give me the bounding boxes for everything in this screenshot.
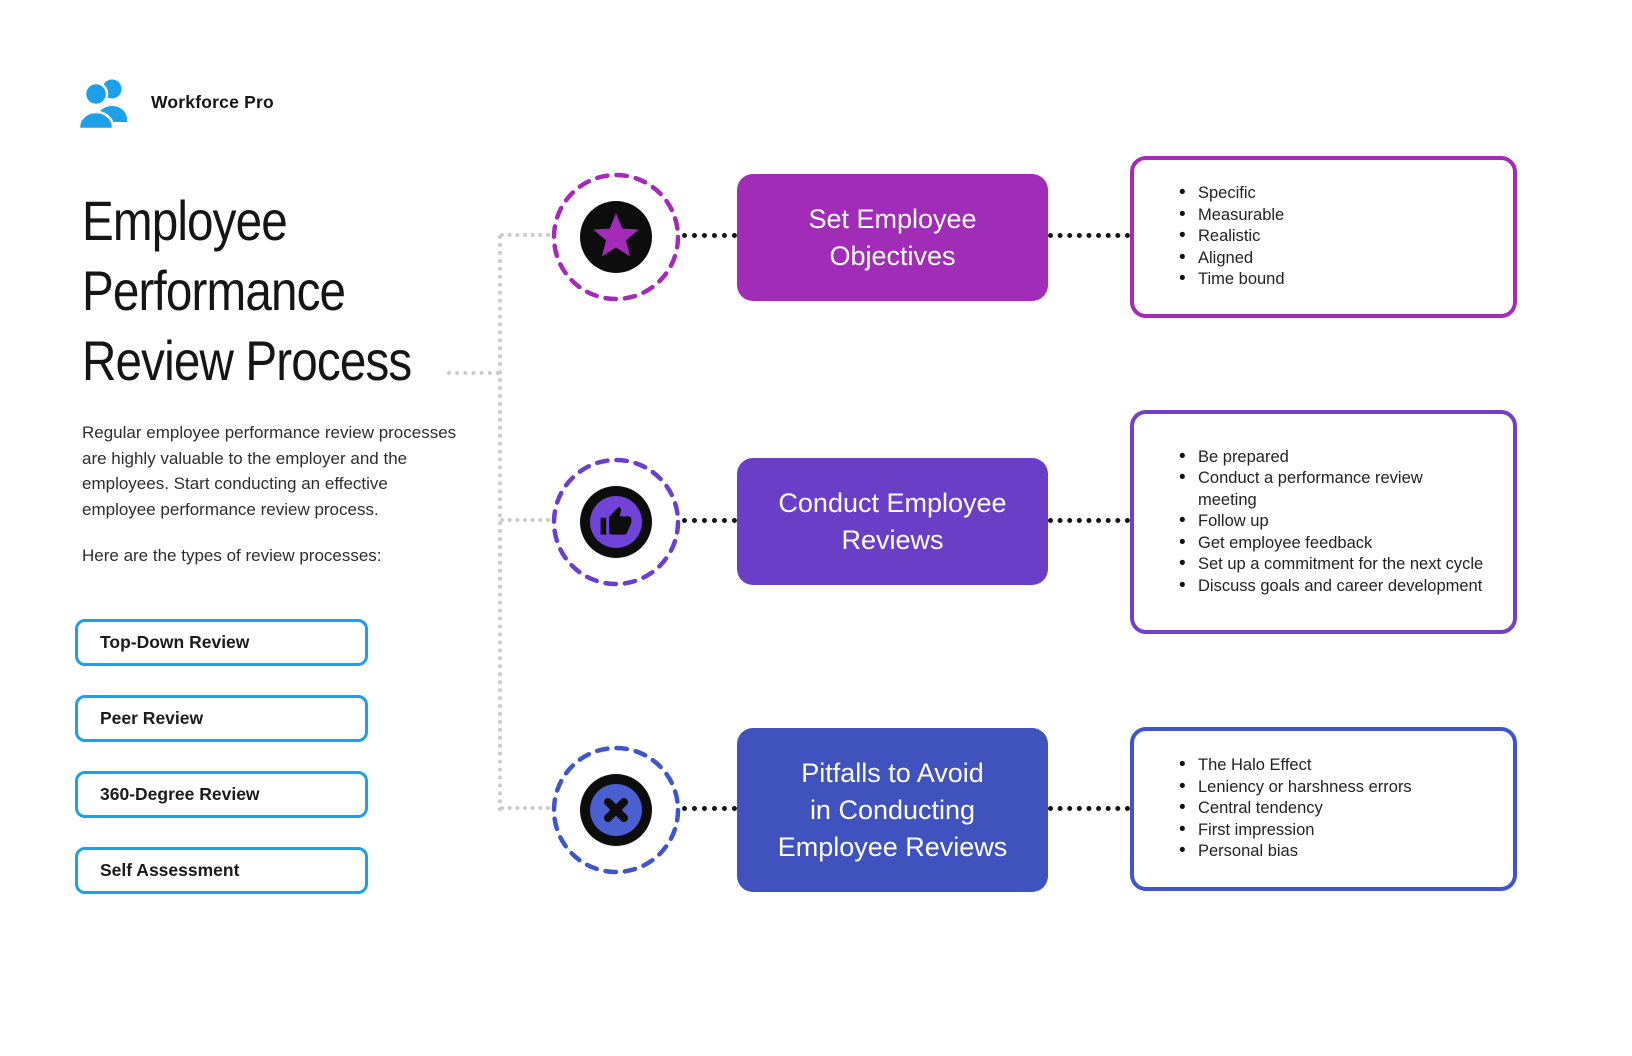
bullet-item: Central tendency (1178, 797, 1513, 820)
review-type-peer[interactable]: Peer Review (75, 695, 368, 742)
node-to-box-connector-1 (682, 233, 737, 238)
bullet-item: Aligned (1178, 247, 1513, 270)
branch-connector-3 (500, 806, 550, 810)
bullet-item: Set up a commitment for the next cycle (1178, 553, 1513, 576)
stage-box-conduct-reviews: Conduct Employee Reviews (737, 458, 1048, 585)
review-type-360[interactable]: 360-Degree Review (75, 771, 368, 818)
node-to-box-connector-2 (682, 518, 737, 523)
box-to-card-connector-2 (1048, 518, 1130, 523)
thumb-up-icon (551, 457, 681, 587)
page-title: Employee Performance Review Process (82, 186, 490, 396)
people-icon (77, 79, 127, 131)
branch-connector-2 (500, 518, 550, 522)
intro-paragraph: Regular employee performance review proc… (82, 423, 457, 519)
flow-node-objectives (548, 169, 684, 305)
title-line: Performance (82, 259, 346, 322)
node-to-box-connector-3 (682, 806, 737, 811)
bullet-item: Follow up (1178, 510, 1513, 533)
branch-connector-1 (500, 233, 550, 237)
bullet-item: Conduct a performance review meeting (1178, 467, 1513, 511)
bullet-item: Get employee feedback (1178, 532, 1513, 555)
trunk-connector-dots (498, 235, 502, 812)
title-connector-dots (447, 371, 500, 375)
bullet-item: The Halo Effect (1178, 754, 1513, 777)
bullet-list: Be prepared Conduct a performance review… (1178, 446, 1513, 598)
review-type-label: Peer Review (100, 708, 204, 728)
bullet-item: First impression (1178, 819, 1513, 842)
stage-box-line: Set Employee (808, 203, 977, 234)
bullet-list: Specific Measurable Realistic Aligned Ti… (1178, 182, 1513, 291)
review-type-label: Self Assessment (100, 860, 240, 880)
flow-node-pitfalls (548, 742, 684, 878)
review-type-label: 360-Degree Review (100, 784, 260, 804)
stage-box-set-objectives: Set Employee Objectives (737, 174, 1048, 301)
review-type-label: Top-Down Review (100, 632, 250, 652)
stage-box-line: Pitfalls to Avoid (801, 757, 984, 788)
detail-card-pitfalls: The Halo Effect Leniency or harshness er… (1130, 727, 1517, 891)
stage-box-line: in Conducting (809, 794, 976, 825)
bullet-item: Specific (1178, 182, 1513, 205)
stage-box-line: Objectives (829, 240, 956, 271)
bullet-item: Measurable (1178, 204, 1513, 227)
star-icon (551, 172, 681, 302)
subheading: Here are the types of review processes: (82, 546, 382, 565)
title-line: Employee (82, 189, 288, 252)
brand-name: Workforce Pro (151, 91, 274, 112)
review-type-self[interactable]: Self Assessment (75, 847, 368, 894)
flow-node-conduct (548, 454, 684, 590)
stage-box-pitfalls: Pitfalls to Avoid in Conducting Employee… (737, 728, 1048, 892)
bullet-item: Personal bias (1178, 840, 1513, 863)
box-to-card-connector-3 (1048, 806, 1130, 811)
stage-box-line: Conduct Employee (778, 487, 1007, 518)
bullet-list: The Halo Effect Leniency or harshness er… (1178, 754, 1513, 863)
box-to-card-connector-1 (1048, 233, 1130, 238)
stage-box-line: Reviews (841, 524, 944, 555)
brand-header: Workforce Pro (75, 72, 274, 132)
bullet-item: Time bound (1178, 268, 1513, 291)
title-line: Review Process (82, 329, 412, 392)
bullet-item: Discuss goals and career development (1178, 575, 1513, 598)
stage-box-line: Employee Reviews (777, 831, 1008, 862)
detail-card-conduct: Be prepared Conduct a performance review… (1130, 410, 1517, 634)
detail-card-objectives: Specific Measurable Realistic Aligned Ti… (1130, 156, 1517, 318)
bullet-item: Leniency or harshness errors (1178, 776, 1513, 799)
review-type-top-down[interactable]: Top-Down Review (75, 619, 368, 666)
bullet-item: Be prepared (1178, 446, 1513, 469)
x-icon (551, 745, 681, 875)
bullet-item: Realistic (1178, 225, 1513, 248)
